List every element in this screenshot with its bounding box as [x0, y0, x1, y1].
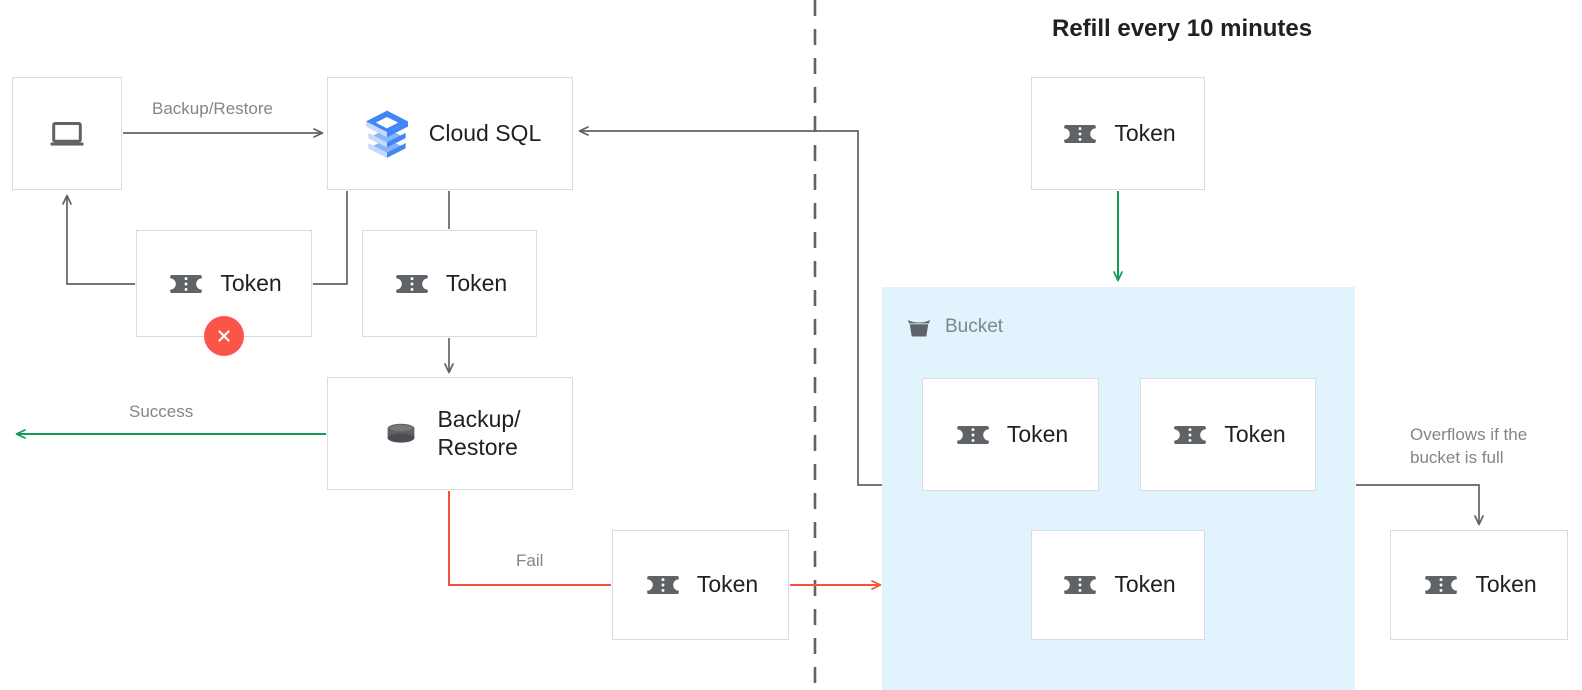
token-icon [166, 264, 206, 304]
edge-label-overflow: Overflows if the bucket is full [1410, 425, 1528, 467]
page-title: Refill every 10 minutes [1052, 15, 1313, 42]
node-token-bucket-2[interactable]: Token [1140, 378, 1316, 491]
token-icon [1170, 415, 1210, 455]
edge-backup-fail [448, 491, 611, 586]
node-cloud-sql[interactable]: Cloud SQL [327, 77, 573, 190]
edge-label-backup-restore: Backup/Restore [152, 99, 273, 118]
node-token-consumed[interactable]: Token [362, 230, 537, 337]
token-icon [1060, 114, 1100, 154]
node-token-bucket-1-label: Token [1006, 420, 1069, 447]
edge-label-fail: Fail [516, 551, 544, 570]
node-token-rejected-label: Token [220, 269, 282, 296]
node-client[interactable] [12, 77, 122, 190]
node-backup-restore[interactable]: Backup/ Restore [327, 377, 573, 490]
node-token-overflow-label: Token [1475, 571, 1537, 598]
edge-bucket-to-cloudsql [578, 126, 882, 486]
edge-label-success: Success [129, 402, 194, 421]
node-token-consumed-label: Token [445, 269, 508, 296]
node-token-fail[interactable]: Token [612, 530, 789, 640]
close-icon [214, 326, 234, 346]
token-icon [953, 415, 993, 455]
node-token-overflow[interactable]: Token [1390, 530, 1568, 640]
token-icon [392, 264, 432, 304]
laptop-icon [48, 115, 86, 153]
node-token-bucket-2-label: Token [1224, 420, 1286, 447]
token-icon [1421, 565, 1461, 605]
token-icon [643, 565, 683, 605]
edge-bucket-overflow [1356, 484, 1484, 526]
node-token-bucket-3-label: Token [1114, 571, 1176, 598]
edge-cloudsql-to-token-rejected [313, 191, 348, 285]
node-token-bucket-3[interactable]: Token [1031, 530, 1205, 640]
node-token-fail-label: Token [696, 571, 759, 598]
edge-token-rejected-to-client [62, 194, 135, 285]
bucket-icon [904, 312, 934, 342]
bucket-tag: Bucket [904, 312, 1003, 342]
node-token-refill-label: Token [1114, 119, 1176, 146]
database-icon [379, 412, 423, 456]
node-cloud-sql-label: Cloud SQL [428, 119, 542, 146]
bucket-tag-label: Bucket [945, 316, 1004, 337]
rejected-badge [204, 316, 244, 356]
node-token-bucket-1[interactable]: Token [922, 378, 1099, 491]
node-token-refill[interactable]: Token [1031, 77, 1205, 190]
cloud-sql-icon [359, 106, 415, 162]
token-icon [1060, 565, 1100, 605]
node-backup-restore-label: Backup/ Restore [437, 406, 521, 460]
